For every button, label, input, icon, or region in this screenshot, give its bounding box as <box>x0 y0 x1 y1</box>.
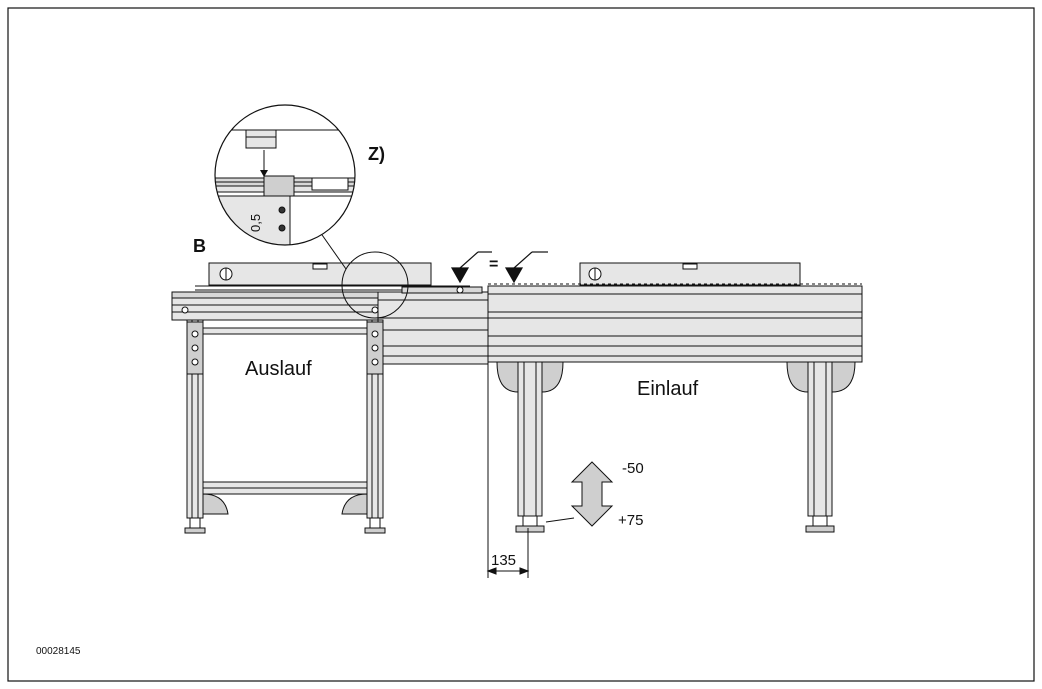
gap-dimension: 0,5 <box>248 214 263 232</box>
transfer-section <box>377 286 489 365</box>
equal-sign: = <box>489 256 498 273</box>
offset-label: 135 <box>491 552 516 569</box>
inlet-leg-left <box>496 361 564 533</box>
inlet-leg-right <box>786 361 856 533</box>
offset-dimension <box>486 296 530 578</box>
spirit-level-left <box>208 262 432 286</box>
height-plus-label: +75 <box>618 512 643 529</box>
detail-highlight-circle <box>341 251 409 319</box>
outlet-leg-left <box>184 319 206 534</box>
outlet-leg-right <box>364 319 386 534</box>
level-markers <box>450 251 548 284</box>
frame-border <box>7 7 1035 682</box>
height-adjust-arrow <box>545 461 614 527</box>
figure-id: 00028145 <box>36 646 81 657</box>
spirit-level-right <box>579 262 801 286</box>
detail-label: Z) <box>368 144 385 164</box>
outlet-crossbar-top <box>202 327 368 335</box>
detail-zoom <box>214 104 356 246</box>
outlet-crossbar-bottom <box>202 481 368 515</box>
inlet-conveyor <box>487 262 863 533</box>
point-label: B <box>193 236 206 256</box>
inlet-label: Einlauf <box>637 378 699 400</box>
detail-leader-line <box>319 231 347 270</box>
outlet-label: Auslauf <box>245 358 312 380</box>
outlet-conveyor <box>171 262 489 534</box>
inlet-beam <box>487 285 863 363</box>
height-minus-label: -50 <box>622 460 644 477</box>
